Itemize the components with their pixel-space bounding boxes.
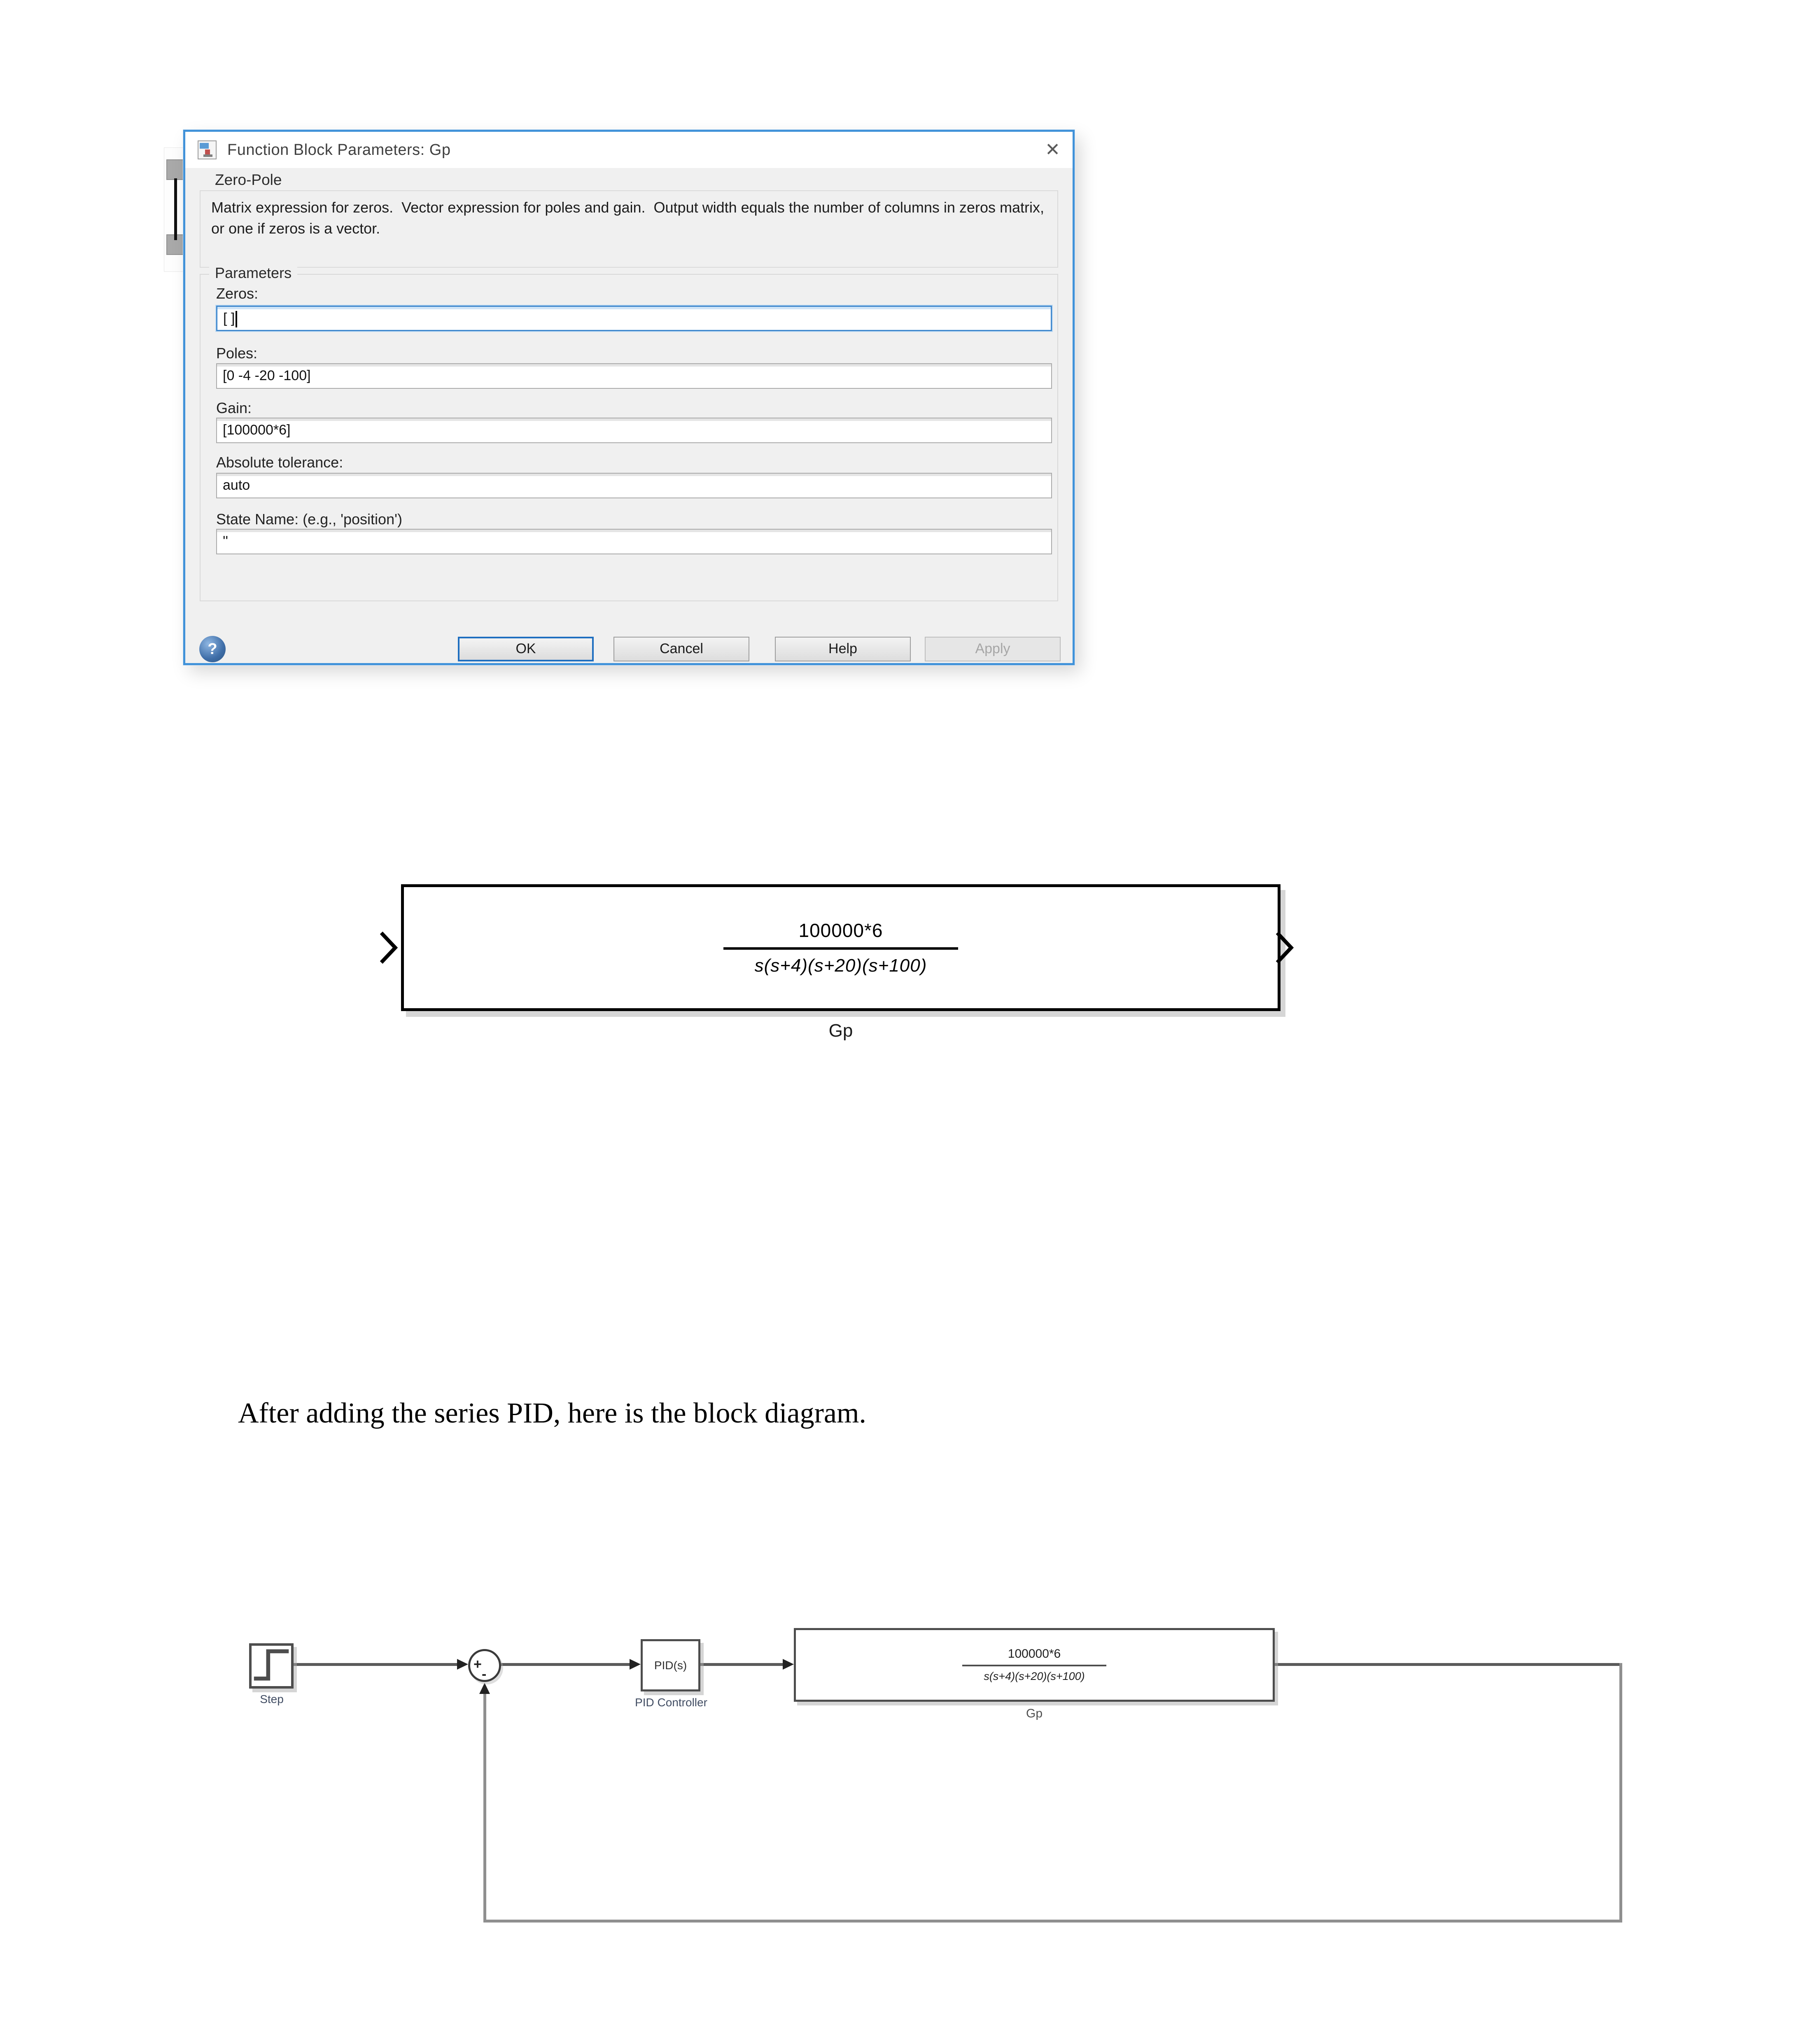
block-type-heading: Zero-Pole (215, 171, 282, 188)
output-port-icon (1276, 931, 1294, 964)
plant-gp-label: Gp (1026, 1707, 1043, 1720)
help-icon[interactable]: ? (199, 636, 226, 662)
feedback-wire-bottom (483, 1920, 1622, 1923)
caption-text: After adding the series PID, here is the… (238, 1397, 866, 1429)
arrowhead-icon (479, 1683, 490, 1694)
feedback-wire-right (1619, 1663, 1622, 1923)
arrowhead-icon (457, 1659, 468, 1670)
close-icon[interactable]: ✕ (1045, 140, 1060, 160)
plant-fraction-bar (962, 1665, 1106, 1666)
text-cursor-icon (174, 178, 177, 240)
help-button[interactable]: Help (775, 637, 911, 661)
wire-plant-output (1275, 1663, 1622, 1666)
state-name-label: State Name: (e.g., 'position') (216, 511, 402, 528)
numerator: 100000*6 (798, 920, 883, 941)
wire-step-to-sum (294, 1663, 458, 1666)
parameters-groupbox-label: Parameters (209, 264, 298, 282)
sum-plus-sign: + (473, 1656, 482, 1672)
arrowhead-icon (630, 1659, 641, 1670)
poles-input[interactable]: [0 -4 -20 -100] (216, 363, 1052, 389)
zero-pole-block-icon (198, 140, 217, 159)
fraction-bar (723, 947, 958, 950)
absolute-tolerance-input[interactable]: auto (216, 473, 1052, 498)
dialog-title: Function Block Parameters: Gp (227, 141, 451, 159)
parameters-groupbox (200, 274, 1058, 601)
gp-transfer-function-block[interactable]: 100000*6 s(s+4)(s+20)(s+100) (401, 884, 1281, 1011)
ok-button[interactable]: OK (458, 637, 594, 661)
feedback-wire-left (483, 1693, 486, 1923)
wire-sum-to-pid (501, 1663, 631, 1666)
cancel-button[interactable]: Cancel (613, 637, 749, 661)
dialog-titlebar[interactable]: Function Block Parameters: Gp ✕ (185, 132, 1073, 168)
wire-pid-to-plant (700, 1663, 784, 1666)
plant-numerator: 100000*6 (1008, 1647, 1061, 1661)
block-description-text: Matrix expression for zeros. Vector expr… (211, 199, 1048, 237)
plant-denominator: s(s+4)(s+20)(s+100) (984, 1670, 1085, 1682)
gp-block-name: Gp (828, 1021, 853, 1041)
block-description-panel: Matrix expression for zeros. Vector expr… (200, 190, 1058, 268)
selection-handle-icon (166, 159, 186, 180)
step-signal-icon (254, 1649, 289, 1681)
absolute-tolerance-label: Absolute tolerance: (216, 454, 343, 471)
text-caret (236, 311, 238, 328)
denominator: s(s+4)(s+20)(s+100) (754, 955, 927, 976)
step-block[interactable] (249, 1643, 294, 1689)
function-block-parameters-dialog: Function Block Parameters: Gp ✕ Zero-Pol… (183, 130, 1075, 665)
pid-controller-block[interactable]: PID(s) (641, 1639, 700, 1691)
sum-block[interactable] (468, 1649, 501, 1682)
apply-button[interactable]: Apply (925, 637, 1061, 661)
input-port-icon (380, 931, 398, 964)
zeros-input[interactable]: [ ] (216, 306, 1052, 331)
step-block-label: Step (260, 1693, 284, 1705)
poles-label: Poles: (216, 345, 258, 362)
zeros-label: Zeros: (216, 285, 259, 302)
gain-input[interactable]: [100000*6] (216, 418, 1052, 443)
pid-controller-label: PID Controller (635, 1696, 707, 1709)
state-name-input[interactable]: '' (216, 529, 1052, 554)
gain-label: Gain: (216, 399, 252, 416)
sum-minus-sign: - (482, 1666, 487, 1682)
arrowhead-icon (783, 1659, 794, 1670)
plant-gp-block[interactable]: 100000*6 s(s+4)(s+20)(s+100) (794, 1628, 1275, 1702)
pid-block-text: PID(s) (654, 1659, 687, 1672)
